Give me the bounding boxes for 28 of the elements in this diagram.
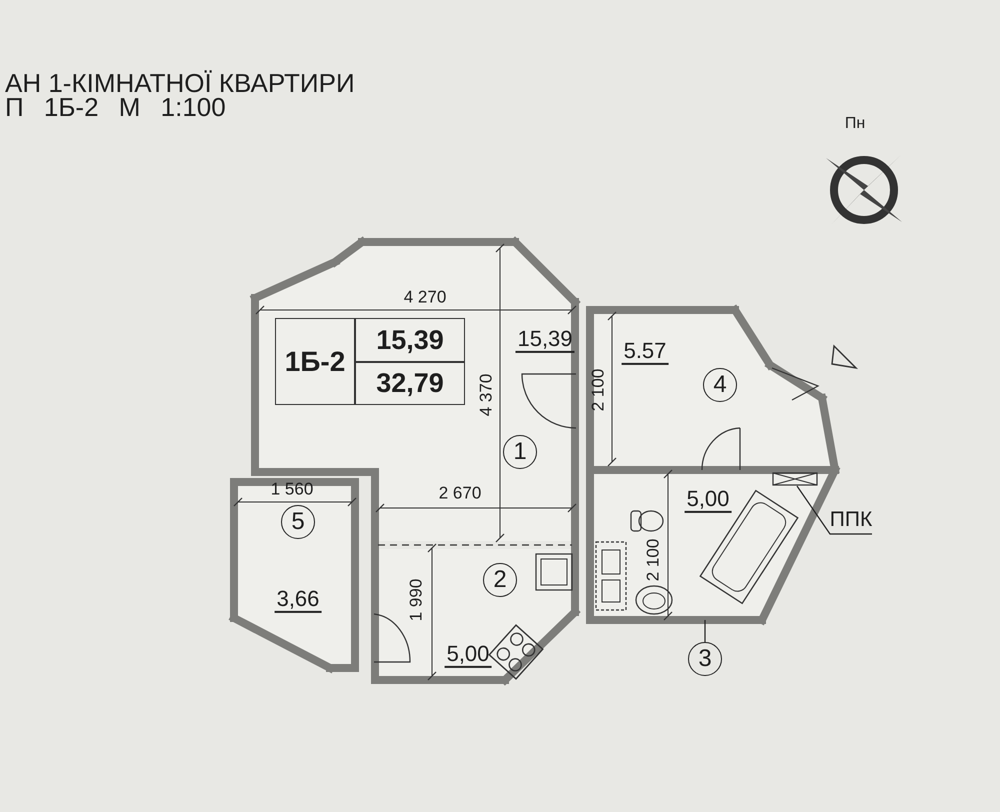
room-area: 3,66 <box>274 586 322 614</box>
north-label: Пн <box>844 115 866 133</box>
dimension-value: 2 100 <box>644 538 664 582</box>
table-cell: 15,39 <box>355 318 465 362</box>
dimension-value: 1 990 <box>408 578 426 622</box>
room <box>586 306 839 474</box>
table-cell: 1Б-2 <box>275 318 355 405</box>
dimension-value: 4 370 <box>478 374 496 416</box>
room-number: 1 <box>503 435 537 469</box>
vent-box <box>772 472 818 486</box>
room-area: 5.57 <box>622 338 668 366</box>
room <box>230 478 359 672</box>
leader-line <box>796 486 872 535</box>
dimension-value: 1 560 <box>270 480 314 500</box>
table-cell: 32,79 <box>355 362 465 405</box>
room-area: 15,39 <box>515 326 575 354</box>
callout-label: ППК <box>828 506 874 534</box>
room-area: 5,00 <box>444 642 492 668</box>
room-number: 4 <box>703 368 737 402</box>
dimension-value: 2 670 <box>438 484 482 504</box>
room-number: 2 <box>483 563 517 597</box>
leader-line <box>704 620 706 642</box>
dimension-value: 4 270 <box>404 288 446 308</box>
room-number: 5 <box>281 505 315 539</box>
room <box>371 545 579 684</box>
room-area: 5,00 <box>684 486 732 514</box>
dimension-value: 2 100 <box>590 368 608 412</box>
callout-number: 3 <box>688 642 722 676</box>
